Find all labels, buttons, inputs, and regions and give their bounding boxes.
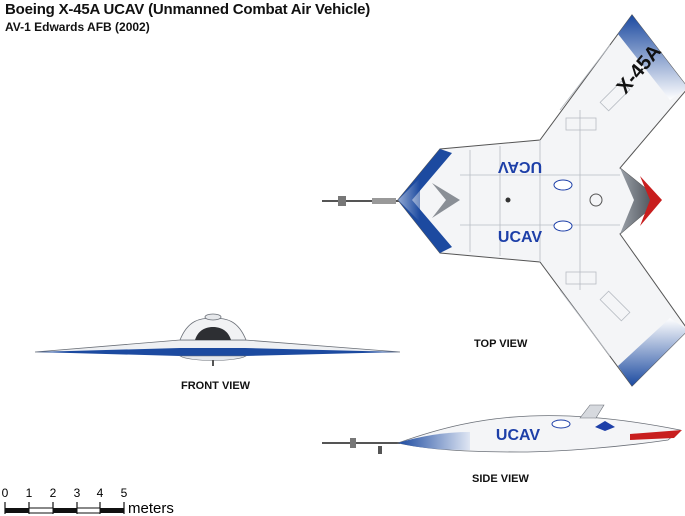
top-wing-tip-lower	[618, 318, 685, 386]
svg-text:UCAV: UCAV	[498, 229, 542, 246]
scale-tick-5: 5	[121, 486, 128, 500]
front-belly	[178, 355, 248, 361]
side-gear	[378, 446, 382, 454]
side-satcom-fin	[579, 404, 605, 419]
top-nose-chevron	[432, 183, 460, 218]
top-wing-tip-upper	[618, 15, 685, 100]
front-wing-blue	[35, 348, 400, 356]
top-pitot-probe	[322, 196, 400, 206]
scale-bar: 0 1 2 3 4 5 meters	[2, 486, 174, 516]
page-subtitle: AV-1 Edwards AFB (2002)	[5, 20, 150, 34]
svg-text:UCAV: UCAV	[498, 158, 542, 175]
scale-tick-1: 1	[26, 486, 33, 500]
page-title: Boeing X-45A UCAV (Unmanned Combat Air V…	[5, 1, 371, 18]
scale-tick-2: 2	[50, 486, 57, 500]
side-view-aircraft: UCAV	[322, 404, 682, 454]
top-darpa-logo-lower	[553, 220, 573, 232]
top-sensor-dot	[505, 197, 511, 203]
top-darpa-logo-upper	[553, 179, 573, 191]
side-exhaust-red	[630, 430, 682, 440]
scale-unit-label: meters	[128, 500, 174, 516]
front-satcom-dome	[204, 313, 222, 321]
front-view-aircraft	[34, 313, 401, 366]
scale-tick-4: 4	[97, 486, 104, 500]
front-inlet	[195, 327, 231, 340]
top-ucav-marking-upper: UCAV	[498, 158, 542, 175]
top-ucav-marking-lower: UCAV	[498, 229, 542, 246]
front-view-label: FRONT VIEW	[181, 380, 251, 392]
side-ucav-marking: UCAV	[496, 427, 540, 444]
scale-tick-3: 3	[74, 486, 81, 500]
scale-tick-0: 0	[2, 486, 9, 500]
top-nasa-logo	[589, 193, 603, 207]
side-nose-blue	[398, 432, 470, 450]
side-darpa-logo	[551, 419, 571, 429]
side-view-label: SIDE VIEW	[472, 473, 529, 485]
top-view-aircraft: UCAV UCAV X-45A	[322, 14, 685, 387]
side-usaf-insignia	[595, 421, 615, 431]
top-view-label: TOP VIEW	[474, 338, 528, 350]
top-exhaust	[620, 168, 660, 234]
